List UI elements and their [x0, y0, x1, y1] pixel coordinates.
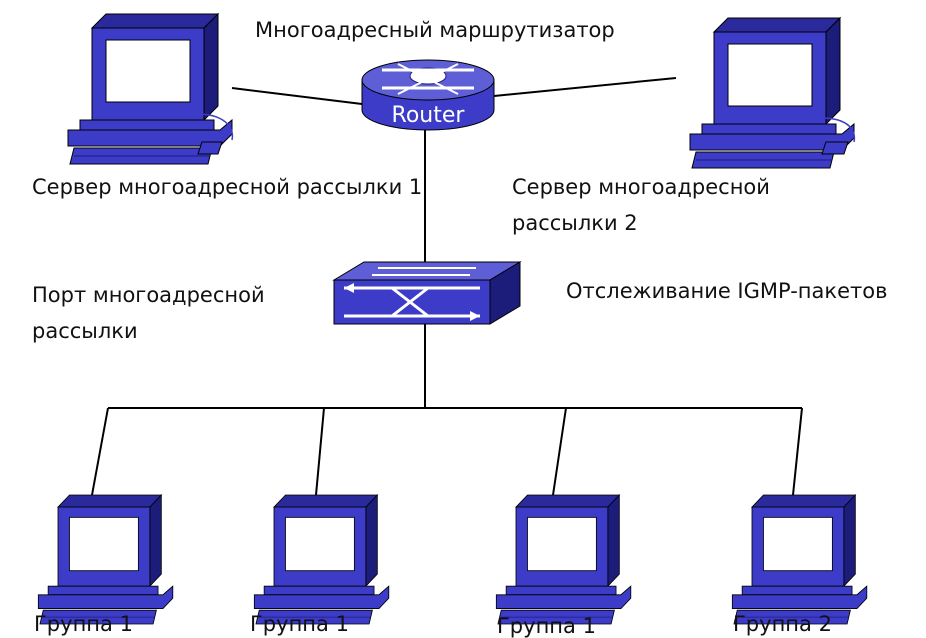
drop-client3 [552, 407, 567, 496]
client3-computer-icon [495, 494, 632, 625]
client4-computer-icon [731, 494, 868, 625]
multicast-port-label-line1: Порт многоадресной [32, 283, 265, 307]
server1-mouse-icon [185, 113, 234, 155]
server2-mouse-icon [807, 117, 856, 155]
link-server1-router [231, 87, 363, 105]
client4-group-label: Группа 2 [733, 612, 832, 636]
drop-client4 [792, 407, 803, 496]
server2-label-line2: рассылки 2 [512, 211, 638, 235]
client2-group-label: Группа 1 [250, 612, 349, 636]
client2-computer-icon [253, 494, 390, 625]
server2-label-line1: Сервер многоадресной [512, 175, 770, 199]
client1-computer-icon [37, 494, 174, 625]
switch-icon [332, 261, 522, 325]
client3-group-label: Группа 1 [497, 614, 596, 638]
router-label: Router [392, 103, 466, 128]
drop-client2 [315, 407, 325, 496]
router-title: Многоадресный маршрутизатор [255, 18, 615, 42]
router-icon [361, 59, 495, 131]
client1-group-label: Группа 1 [34, 612, 133, 636]
igmp-snooping-label: Отслеживание IGMP-пакетов [566, 279, 887, 303]
server1-label: Сервер многоадресной рассылки 1 [32, 175, 422, 199]
multicast-port-label-line2: рассылки [32, 319, 138, 343]
link-router-server2 [493, 77, 677, 97]
drop-client1 [91, 407, 109, 496]
